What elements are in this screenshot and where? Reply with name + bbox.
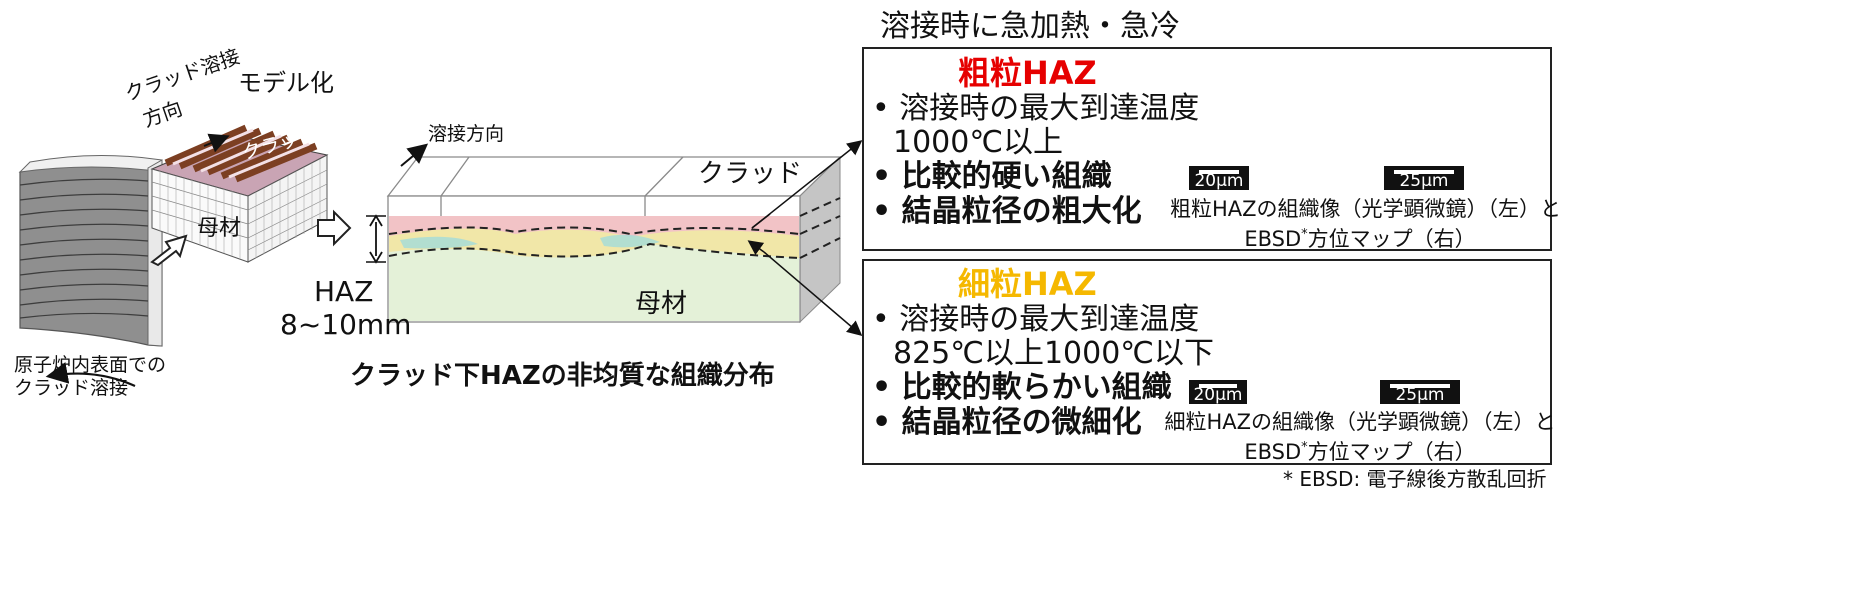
coarse-haz-title: 粗粒HAZ [958, 54, 1097, 92]
center-title: クラッド下HAZの非均質な組織分布 [350, 361, 775, 391]
fine-haz-title: 細粒HAZ [958, 265, 1097, 303]
coarse-bullet-1b: 1000℃以上 [893, 125, 1064, 160]
haz-label: HAZ [314, 275, 374, 308]
fine-caption-2: EBSD*方位マップ（右） [1244, 440, 1476, 464]
center-weld-direction: 溶接方向 [428, 123, 505, 145]
center-clad-label: クラッド [698, 159, 803, 189]
fine-bullet-1a: • 溶接時の最大到達温度 [872, 302, 1200, 337]
coarse-bullet-2: • 比較的硬い組織 [872, 159, 1112, 194]
center-base-label: 母材 [635, 289, 688, 319]
coarse-caption-2: EBSD*方位マップ（右） [1244, 227, 1476, 251]
fine-bullet-3: • 結晶粒径の微細化 [872, 405, 1142, 440]
hollow-arrow-2 [317, 209, 352, 247]
coarse-bullet-1a: • 溶接時の最大到達温度 [872, 91, 1200, 126]
coarse-bullet-3: • 結晶粒径の粗大化 [872, 194, 1142, 229]
hollow-arrow-1 [150, 234, 188, 267]
left-caption-2: クラッド溶接 [14, 377, 129, 399]
connector-fine [763, 251, 863, 336]
reactor-wall-illustration [18, 154, 163, 388]
haz-size: 8~10mm [280, 308, 412, 341]
fine-scale-bar-right: 25μm [1380, 380, 1460, 405]
coarse-caption-1: 粗粒HAZの組織像（光学顕微鏡）（左）と [1170, 197, 1562, 221]
model-base-label: 母材 [197, 216, 242, 241]
coarse-scale-bar-right: 25μm [1384, 166, 1464, 191]
fine-scale-bar-left: 20μm [1189, 380, 1247, 405]
fine-caption-1: 細粒HAZの組織像（光学顕微鏡）（左）と [1164, 410, 1556, 434]
cross-section-block [366, 143, 842, 324]
connector-coarse [751, 140, 863, 229]
model-label: モデル化 [238, 69, 334, 97]
left-caption-1: 原子炉内表面での [14, 354, 167, 376]
coarse-scale-bar-left: 20μm [1189, 166, 1249, 191]
fine-bullet-2: • 比較的軟らかい組織 [872, 370, 1172, 405]
ebsd-footnote: * EBSD: 電子線後方散乱回折 [1283, 467, 1547, 491]
coarse-haz-box [862, 47, 1552, 251]
right-header: 溶接時に急加熱・急冷 [880, 9, 1180, 44]
fine-bullet-1b: 825℃以上1000℃以下 [893, 336, 1214, 371]
fine-haz-box [862, 259, 1552, 465]
